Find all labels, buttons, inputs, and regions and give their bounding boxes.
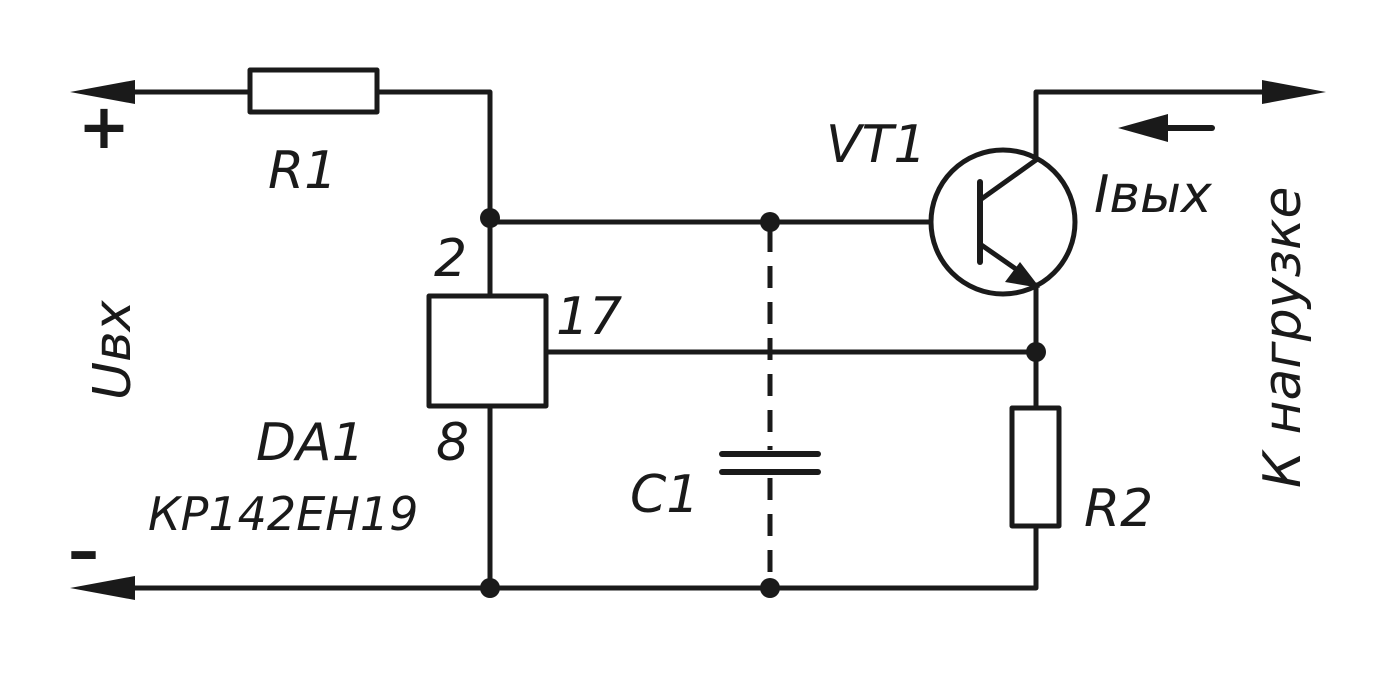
input-minus-terminal — [70, 576, 493, 600]
label-da1-part: КР142ЕН19 — [148, 487, 418, 541]
transistor-vt1 — [928, 147, 1078, 297]
junction-node2 — [480, 208, 500, 228]
label-to-load: К нагрузке — [1253, 187, 1313, 488]
junction-c1-top — [760, 212, 780, 232]
input-plus-terminal — [70, 80, 253, 104]
label-pin17: 17 — [556, 287, 622, 347]
label-r2: R2 — [1084, 479, 1153, 539]
label-minus: – — [68, 514, 99, 587]
label-vt1: VT1 — [826, 115, 926, 175]
label-u-in: Uвх — [83, 299, 143, 400]
junction-ground-c1 — [760, 578, 780, 598]
output-terminal — [1033, 80, 1326, 163]
label-c1: C1 — [630, 465, 699, 525]
current-arrow-icon — [1118, 114, 1215, 142]
label-r1: R1 — [268, 141, 337, 201]
label-i-out: Iвых — [1094, 165, 1213, 225]
label-plus: + — [78, 90, 130, 163]
label-da1: DA1 — [256, 413, 365, 473]
wire-r2-to-ground — [487, 523, 1039, 591]
resistor-r2 — [1009, 405, 1062, 529]
resistor-r1 — [247, 67, 380, 115]
label-pin8: 8 — [436, 413, 469, 473]
capacitor-c1 — [719, 230, 821, 585]
chip-da1 — [426, 293, 549, 409]
label-pin2: 2 — [434, 229, 467, 289]
junction-ground-da1 — [480, 578, 500, 598]
